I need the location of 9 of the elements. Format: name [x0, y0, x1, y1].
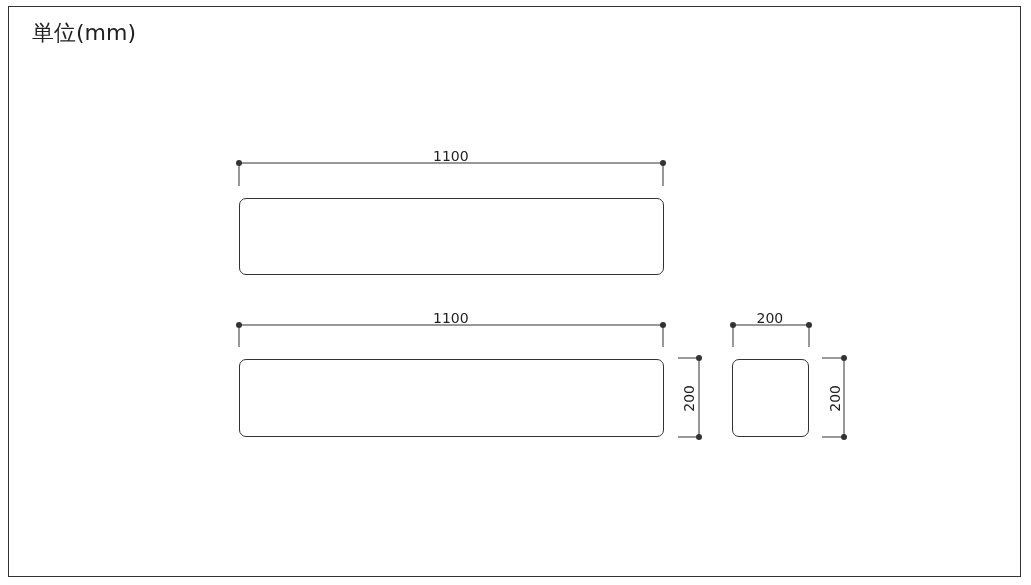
rectangle-outline: [239, 198, 664, 275]
dimension-text: 1100: [433, 311, 469, 325]
dimension-text: 200: [828, 384, 842, 412]
dimension-text: 200: [756, 311, 784, 325]
dimension-text: 200: [682, 384, 696, 412]
dimension-text: 1100: [433, 149, 469, 163]
unit-note: 単位(mm): [32, 22, 137, 44]
rectangle-outline: [732, 359, 809, 437]
rectangle-outline: [239, 359, 664, 437]
